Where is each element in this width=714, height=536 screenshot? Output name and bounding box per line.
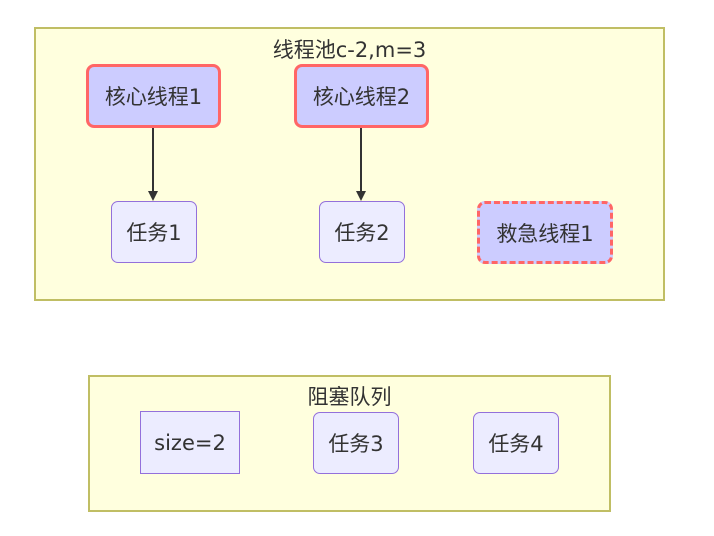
core-thread-1-node[interactable]: 核心线程1 (86, 64, 221, 128)
task-2-label: 任务2 (334, 221, 390, 245)
emergency-thread-node[interactable]: 救急线程1 (477, 201, 613, 264)
queue-size-label: size=2 (154, 430, 226, 455)
queue-size-node[interactable]: size=2 (140, 411, 240, 474)
task-4-node[interactable]: 任务4 (473, 412, 559, 474)
task-4-label: 任务4 (488, 432, 544, 456)
core-thread-1-label: 核心线程1 (104, 85, 203, 109)
core-thread-2-node[interactable]: 核心线程2 (294, 64, 429, 128)
task-1-node[interactable]: 任务1 (111, 201, 197, 263)
task-2-node[interactable]: 任务2 (319, 201, 405, 263)
task-1-label: 任务1 (126, 221, 182, 245)
task-3-label: 任务3 (328, 432, 384, 456)
task-3-node[interactable]: 任务3 (313, 412, 399, 474)
core-thread-2-label: 核心线程2 (312, 85, 411, 109)
blocking-queue-title: 阻塞队列 (307, 385, 392, 409)
thread-pool-title: 线程池c-2,m=3 (272, 38, 427, 62)
emergency-thread-label: 救急线程1 (496, 221, 594, 246)
